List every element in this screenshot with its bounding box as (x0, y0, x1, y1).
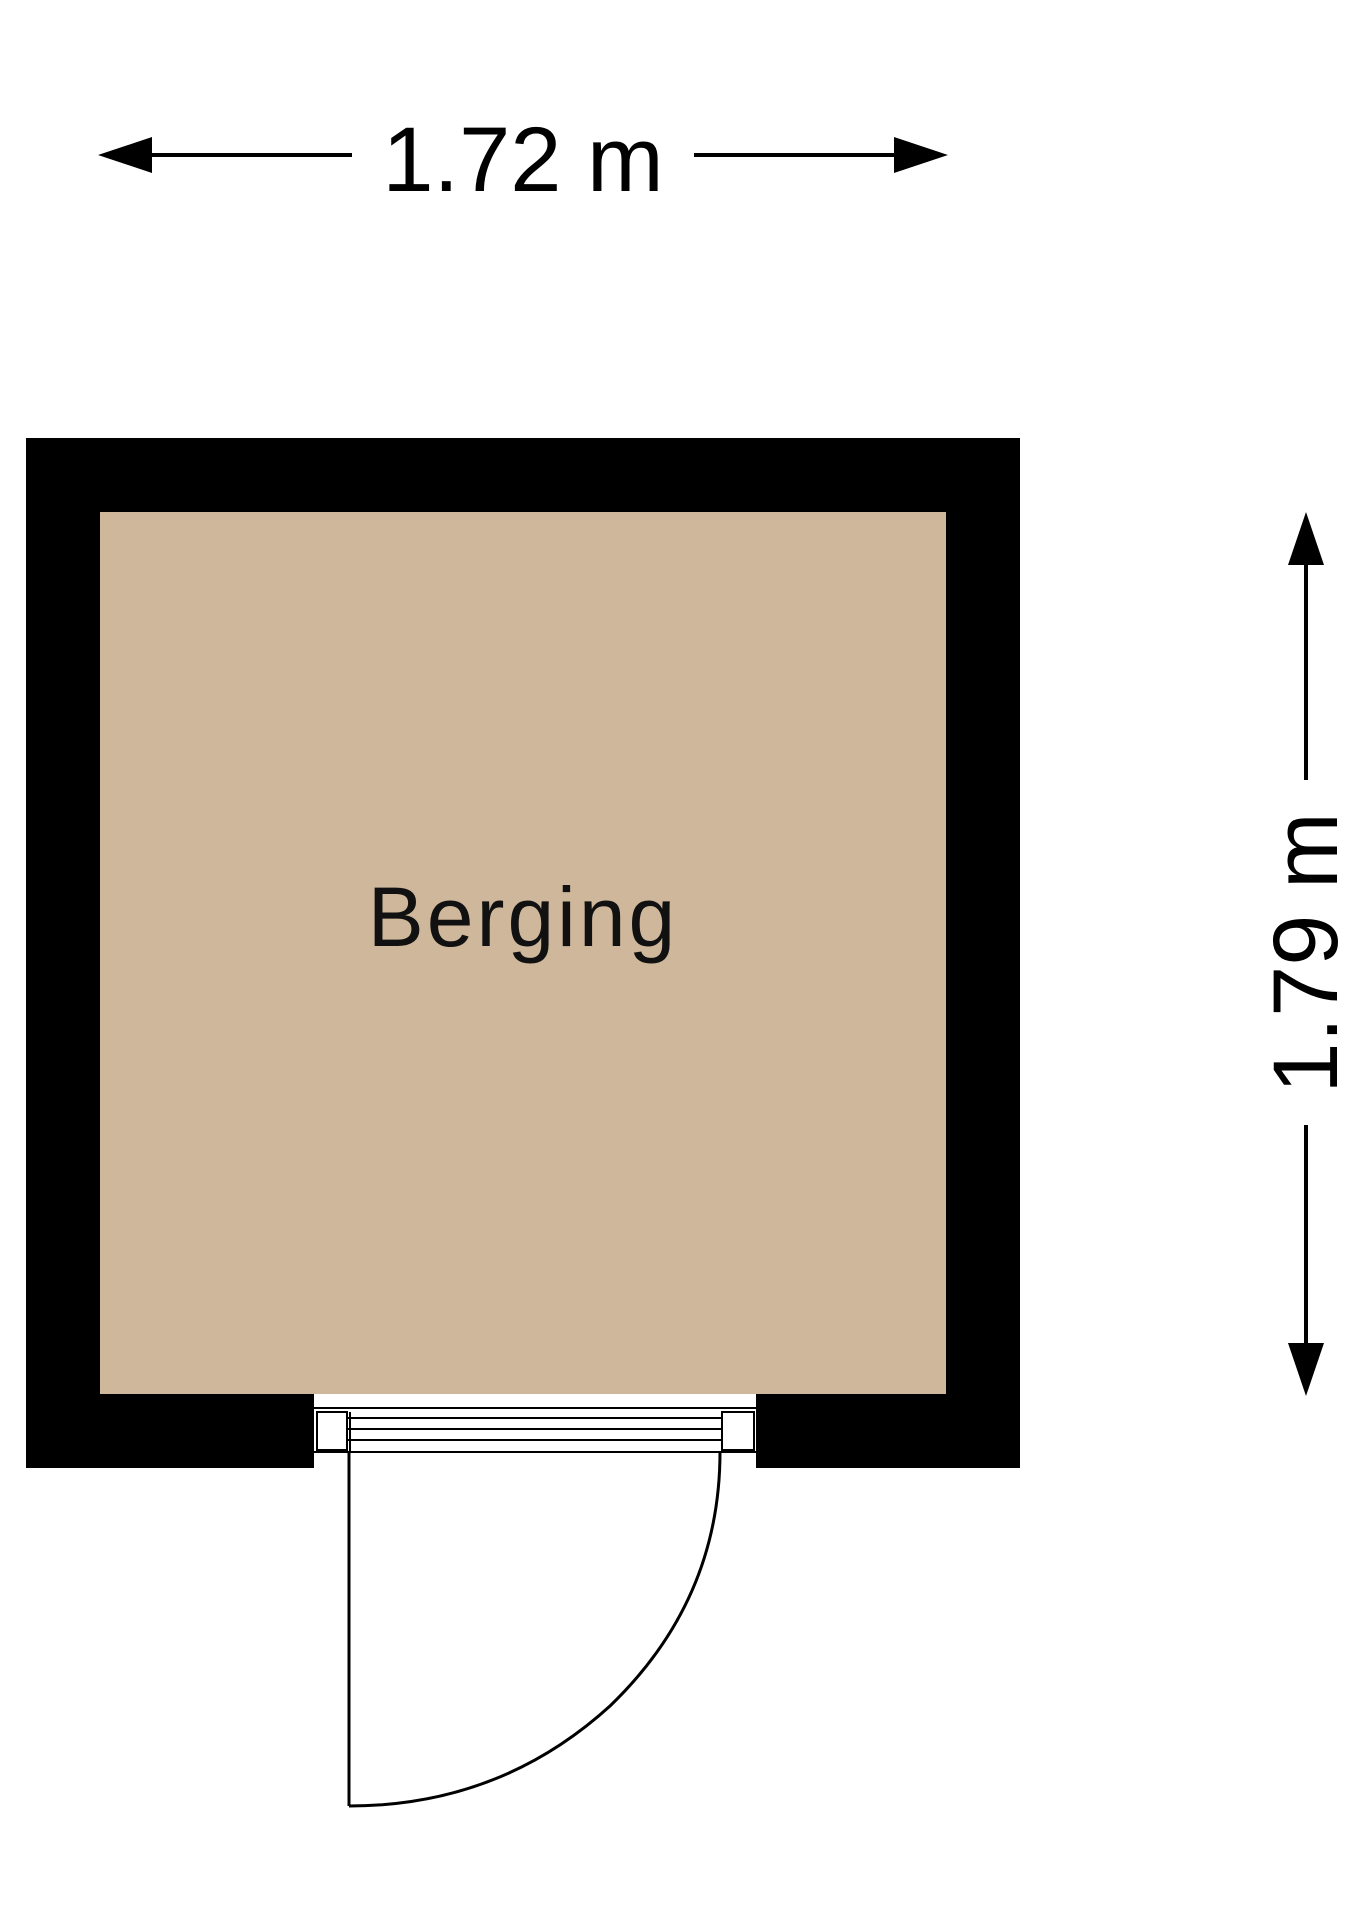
arrow-down-icon (1288, 1343, 1324, 1396)
door-gap (314, 1394, 756, 1468)
room-floor (100, 512, 946, 1394)
width-label: 1.72 m (382, 109, 663, 211)
door-frame-right (721, 1411, 755, 1451)
door-swing-icon (347, 1451, 722, 1808)
arrow-left-icon (98, 137, 152, 173)
room-label: Berging (368, 870, 679, 964)
door-frame-left (316, 1411, 348, 1451)
height-dimension: 1.79 m (1255, 512, 1357, 1396)
arrow-up-icon (1288, 512, 1324, 565)
height-label: 1.79 m (1255, 812, 1357, 1093)
door-opening (314, 1394, 756, 1468)
width-dimension: 1.72 m (98, 109, 948, 211)
arrow-right-icon (894, 137, 948, 173)
door-swing-arc (348, 1451, 722, 1808)
